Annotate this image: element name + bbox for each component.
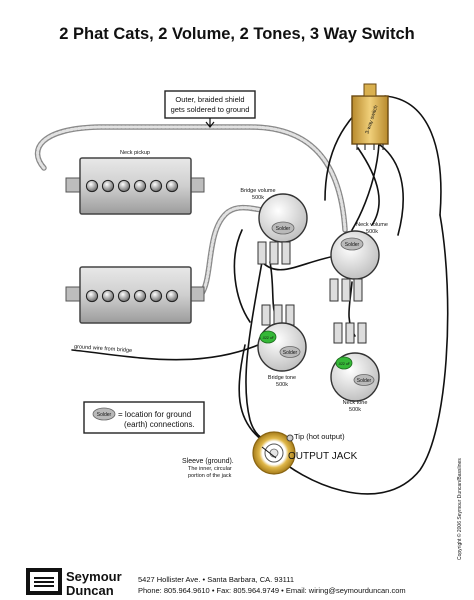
brand-line1: Seymour bbox=[66, 569, 122, 584]
neck-volume-pot: Solder Neck volume 500k bbox=[329, 222, 388, 302]
neck-pickup-poles bbox=[85, 179, 179, 193]
shield-note-line2: gets soldered to ground bbox=[171, 105, 250, 114]
footer-address: 5427 Hollister Ave. • Santa Barbara, CA.… bbox=[138, 575, 294, 584]
bridge-tone-pot: .022 uF Solder Bridge tone 500k bbox=[257, 304, 307, 388]
neck-volume-solder: Solder bbox=[345, 242, 360, 248]
braided-shield-cables bbox=[34, 124, 348, 299]
neck-tone-cap-value: .022 uF bbox=[338, 362, 350, 366]
diagram-title: 2 Phat Cats, 2 Volume, 2 Tones, 3 Way Sw… bbox=[59, 25, 414, 43]
footer-contact: Phone: 805.964.9610 • Fax: 805.964.9749 … bbox=[138, 586, 406, 595]
legend-text-line2: (earth) connections. bbox=[124, 420, 195, 429]
shield-callout: Outer, braided shield gets soldered to g… bbox=[164, 90, 256, 128]
bridge-volume-label: Bridge volume bbox=[240, 188, 275, 194]
bridge-pickup-poles bbox=[85, 289, 179, 303]
bridge-volume-pot: Solder Bridge volume 500k bbox=[240, 188, 308, 265]
neck-volume-label: Neck volume bbox=[356, 222, 388, 228]
copyright-note: Copyright © 2006 Seymour Duncan/Bassline… bbox=[456, 458, 463, 560]
output-jack-label: OUTPUT JACK bbox=[288, 451, 358, 462]
seymour-duncan-logo: Seymour Duncan bbox=[26, 568, 122, 598]
neck-tone-label: Neck tone bbox=[343, 400, 368, 406]
neck-pickup-label: Neck pickup bbox=[120, 150, 150, 156]
tip-label: Tip (hot output) bbox=[294, 432, 345, 441]
neck-volume-value: 500k bbox=[366, 229, 378, 235]
three-way-switch: 3-way switch bbox=[351, 83, 389, 150]
bridge-volume-solder: Solder bbox=[276, 226, 291, 232]
neck-tone-pot: .022 uF Solder Neck tone 500k bbox=[330, 322, 380, 413]
ground-legend: Solder = location for ground (earth) con… bbox=[83, 401, 205, 434]
legend-solder: Solder bbox=[97, 412, 112, 418]
neck-tone-capacitor: .022 uF bbox=[335, 356, 353, 370]
ground-wire-label: ground wire from bridge bbox=[74, 344, 132, 354]
bridge-tone-cap-value: .022 uF bbox=[262, 336, 274, 340]
bridge-tone-value: 500k bbox=[276, 382, 288, 388]
shield-note-line1: Outer, braided shield bbox=[175, 95, 244, 104]
neck-tone-value: 500k bbox=[349, 407, 361, 413]
bridge-volume-value: 500k bbox=[252, 195, 264, 201]
footer: Seymour Duncan 5427 Hollister Ave. • San… bbox=[26, 568, 406, 598]
sleeve-label-line3: portion of the jack bbox=[188, 473, 232, 479]
bridge-tone-solder: Solder bbox=[283, 350, 298, 356]
neck-pickup: Neck pickup bbox=[65, 150, 205, 215]
bridge-pickup bbox=[65, 266, 205, 324]
sleeve-label-line2: The inner, circular bbox=[188, 466, 232, 472]
bridge-tone-label: Bridge tone bbox=[268, 375, 296, 381]
brand-line2: Duncan bbox=[66, 583, 114, 598]
sleeve-label-line1: Sleeve (ground). bbox=[182, 458, 234, 465]
bridge-tone-capacitor: .022 uF bbox=[259, 330, 277, 344]
neck-tone-solder: Solder bbox=[357, 378, 372, 384]
output-jack: Tip (hot output) Sleeve (ground). The in… bbox=[182, 431, 358, 479]
legend-text-line1: = location for ground bbox=[118, 410, 191, 419]
